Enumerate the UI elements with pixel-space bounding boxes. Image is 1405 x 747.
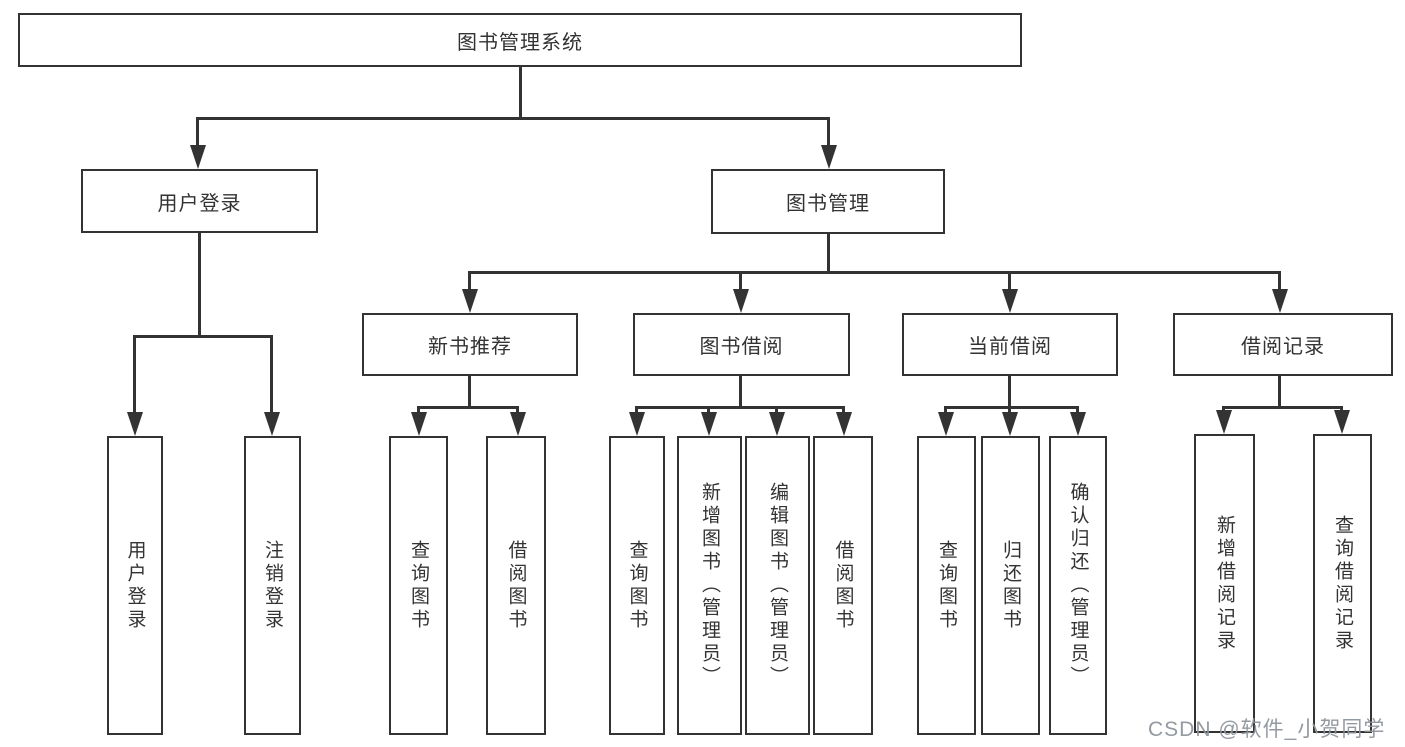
leaf-label: 用户登录 — [124, 539, 146, 632]
arrow-down-icon — [938, 412, 954, 436]
leaf-query-borrow-record: 查询借阅记录 — [1313, 434, 1372, 733]
connector-line — [944, 406, 1079, 409]
leaf-label: 注销登录 — [262, 539, 283, 632]
leaf-label: 归还图书 — [1000, 539, 1021, 632]
node-book-borrow-label: 图书借阅 — [699, 336, 784, 358]
arrow-down-icon — [411, 412, 427, 436]
connector-line — [133, 335, 136, 414]
connector-line — [1278, 271, 1281, 293]
leaf-edit-book-admin: 编辑图书（管理员） — [745, 436, 810, 735]
connector-line — [468, 376, 471, 409]
connector-line — [1222, 406, 1342, 409]
connector-line — [1008, 406, 1011, 416]
connector-line — [468, 271, 471, 293]
arrow-down-icon — [1334, 410, 1350, 434]
connector-line — [417, 406, 420, 416]
node-current-borrow-label: 当前借阅 — [968, 336, 1052, 358]
connector-line — [827, 234, 830, 274]
leaf-borrow-book-2: 借阅图书 — [813, 436, 873, 735]
arrow-down-icon — [1216, 410, 1232, 434]
leaf-label: 查询借阅记录 — [1332, 514, 1353, 653]
leaf-add-book-admin: 新增图书（管理员） — [677, 436, 742, 735]
connector-line — [1008, 376, 1011, 409]
arrow-down-icon — [733, 289, 749, 313]
arrow-down-icon — [510, 412, 526, 436]
arrow-down-icon — [821, 145, 837, 169]
connector-line — [1076, 406, 1079, 416]
leaf-confirm-return-admin: 确认归还（管理员） — [1049, 436, 1107, 735]
arrow-down-icon — [1002, 412, 1018, 436]
node-root: 图书管理系统 — [18, 13, 1022, 67]
connector-line — [196, 117, 199, 147]
leaf-user-login: 用户登录 — [107, 436, 163, 735]
connector-line — [198, 233, 201, 338]
connector-line — [196, 117, 830, 120]
connector-line — [842, 406, 845, 416]
connector-line — [468, 271, 1281, 274]
node-book-management: 图书管理 — [711, 169, 945, 234]
leaf-label: 借阅图书 — [505, 539, 527, 632]
arrow-down-icon — [190, 145, 206, 169]
arrow-down-icon — [836, 412, 852, 436]
connector-line — [133, 335, 273, 338]
connector-line — [944, 406, 947, 416]
leaf-return-book: 归还图书 — [981, 436, 1040, 735]
leaf-label: 查询图书 — [626, 539, 648, 632]
leaf-query-book-1: 查询图书 — [389, 436, 448, 735]
node-current-borrow: 当前借阅 — [902, 313, 1118, 376]
connector-line — [827, 117, 830, 147]
leaf-label: 确认归还（管理员） — [1067, 482, 1089, 689]
leaf-query-book-2: 查询图书 — [609, 436, 665, 735]
leaf-label: 查询图书 — [408, 539, 429, 632]
node-book-management-label: 图书管理 — [786, 193, 870, 215]
leaf-query-book-3: 查询图书 — [917, 436, 976, 735]
arrow-down-icon — [462, 289, 478, 313]
node-new-book-recommend-label: 新书推荐 — [428, 336, 512, 358]
leaf-label: 编辑图书（管理员） — [767, 482, 788, 689]
leaf-label: 新增借阅记录 — [1214, 514, 1235, 653]
arrow-down-icon — [1002, 289, 1018, 313]
leaf-label: 查询图书 — [936, 539, 957, 632]
node-user-login-label: 用户登录 — [157, 192, 242, 215]
csdn-watermark: CSDN @软件_小贺同学 — [1148, 718, 1386, 741]
leaf-label: 借阅图书 — [832, 539, 854, 632]
node-borrow-record: 借阅记录 — [1173, 313, 1393, 376]
node-user-login: 用户登录 — [81, 169, 318, 233]
arrow-down-icon — [629, 412, 645, 436]
arrow-down-icon — [1070, 412, 1086, 436]
connector-line — [739, 271, 742, 293]
leaf-add-borrow-record: 新增借阅记录 — [1194, 434, 1255, 733]
leaf-borrow-book-1: 借阅图书 — [486, 436, 546, 735]
node-root-label: 图书管理系统 — [457, 31, 583, 54]
arrow-down-icon — [701, 412, 717, 436]
connector-line — [516, 406, 519, 416]
arrow-down-icon — [127, 412, 143, 436]
connector-line — [775, 406, 778, 416]
connector-line — [1278, 376, 1281, 409]
arrow-down-icon — [1272, 289, 1288, 313]
connector-line — [519, 67, 522, 119]
connector-line — [1008, 271, 1011, 293]
connector-line — [707, 406, 710, 416]
connector-line — [270, 335, 273, 414]
arrow-down-icon — [264, 412, 280, 436]
leaf-logout: 注销登录 — [244, 436, 301, 735]
leaf-label: 新增图书（管理员） — [699, 482, 720, 689]
node-book-borrow: 图书借阅 — [633, 313, 850, 376]
connector-line — [635, 406, 638, 416]
arrow-down-icon — [769, 412, 785, 436]
connector-line — [739, 376, 742, 409]
node-borrow-record-label: 借阅记录 — [1241, 336, 1325, 358]
connector-line — [417, 406, 519, 409]
connector-line — [635, 406, 845, 409]
node-new-book-recommend: 新书推荐 — [362, 313, 578, 376]
